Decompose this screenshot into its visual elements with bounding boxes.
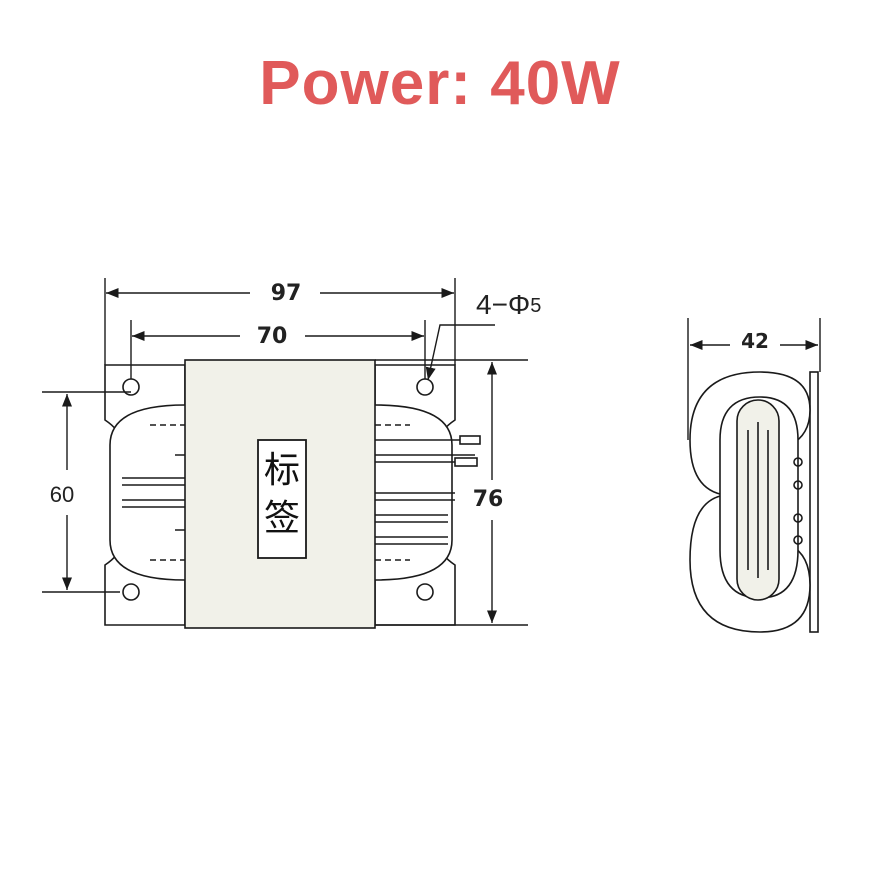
dim-76-text: 76 (473, 487, 504, 512)
left-coil (109, 404, 186, 581)
hole-spec-size: 5 (530, 295, 541, 317)
right-terminals (375, 435, 481, 545)
label-box (257, 439, 307, 559)
hole-spec-text: 4−Φ5 (476, 289, 541, 320)
side-pin-2 (793, 480, 803, 490)
dim-70-text: 70 (257, 324, 288, 349)
left-terminals (122, 454, 185, 531)
dim-60-text: 60 (50, 482, 74, 507)
front-view (104, 359, 481, 629)
dim-97-text: 97 (271, 281, 302, 306)
side-mount-plate (809, 371, 819, 633)
dimension-lines (42, 278, 528, 626)
mount-hole-bottom-left (122, 583, 140, 601)
hole-spec-leader (425, 324, 495, 381)
power-title: Power: 40W (259, 49, 621, 118)
side-pin-1 (793, 457, 803, 467)
side-pin-3 (793, 513, 803, 523)
hole-spec-prefix: 4−Φ (476, 289, 530, 320)
side-view (689, 371, 819, 633)
dim-42-text: 42 (741, 329, 769, 353)
label-text-char-1: 标 (264, 450, 300, 491)
mount-hole-bottom-right (416, 583, 434, 601)
side-pin-4 (793, 535, 803, 545)
label-text-char-2: 签 (264, 498, 300, 539)
